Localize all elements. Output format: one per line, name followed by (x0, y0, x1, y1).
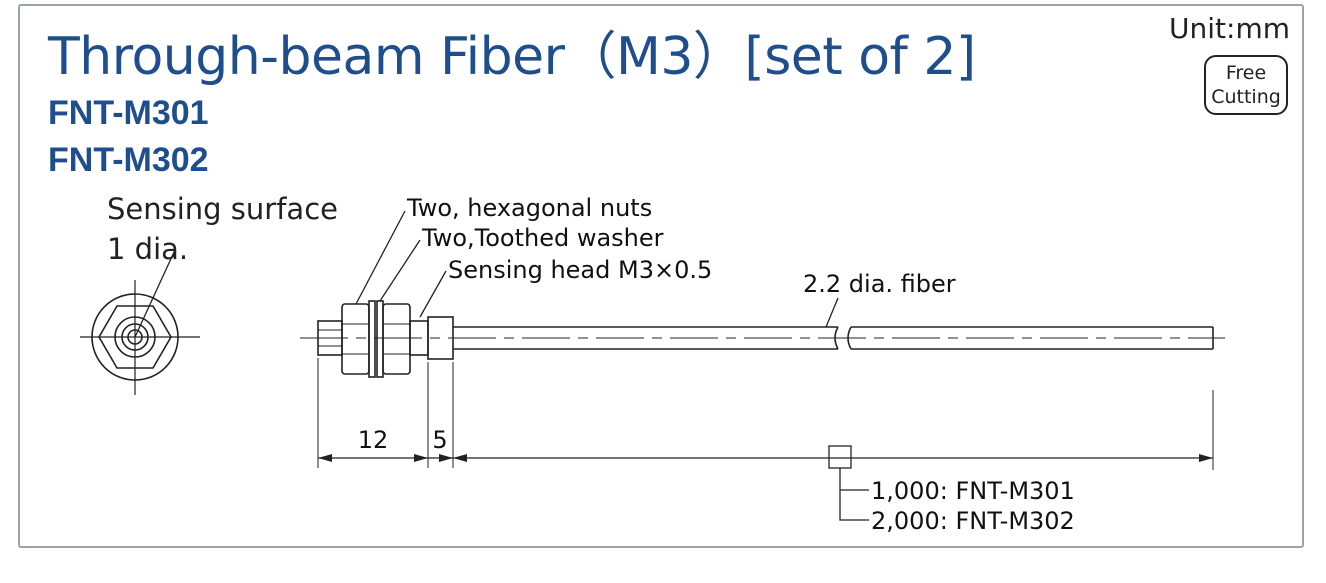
washer-leader (379, 239, 421, 302)
head-callout: Sensing head M3×0.5 (448, 256, 712, 284)
unit-label: Unit:mm (1169, 12, 1290, 45)
sensing-diameter-label: 1 dia. (107, 232, 189, 266)
thread-length-label: 12 (358, 426, 389, 454)
length-bracket (839, 468, 869, 521)
nut-outer-circle (91, 293, 179, 381)
hex-nut-1 (341, 303, 370, 375)
head-leader (419, 270, 447, 318)
badge-line-1: Free (1225, 62, 1267, 84)
model-name-2: FNT-M302 (48, 141, 209, 179)
fiber-circle (121, 323, 149, 351)
badge-line-2: Cutting (1211, 86, 1281, 108)
page-title: Through-beam Fiber（M3）[set of 2] (48, 27, 976, 87)
hex-nut-outline (98, 305, 172, 369)
hex-nut-2 (382, 303, 411, 375)
sensing-surface-label: Sensing surface (107, 192, 338, 226)
length-option-2: 2,000: FNT-M302 (871, 507, 1075, 535)
side-view (300, 210, 1225, 521)
nuts-leader (355, 210, 406, 305)
toothed-washer-1 (368, 300, 376, 378)
drawing-frame (18, 4, 1304, 548)
length-placeholder-box (828, 445, 852, 469)
fiber-callout: 2.2 dia. fiber (803, 270, 956, 298)
front-view (80, 249, 200, 395)
sensing-surface-leader (134, 249, 176, 338)
fiber-leader (825, 297, 839, 328)
sensing-surface-circle (127, 329, 143, 345)
length-option-1: 1,000: FNT-M301 (871, 477, 1075, 505)
head-circle (114, 316, 156, 358)
free-cutting-badge: Free Cutting (1204, 55, 1288, 115)
toothed-washer-2 (376, 300, 384, 378)
model-name-1: FNT-M301 (48, 94, 209, 132)
washer-callout: Two,Toothed washer (421, 224, 664, 252)
head-length-label: 5 (432, 426, 447, 454)
nuts-callout: Two, hexagonal nuts (406, 194, 652, 222)
